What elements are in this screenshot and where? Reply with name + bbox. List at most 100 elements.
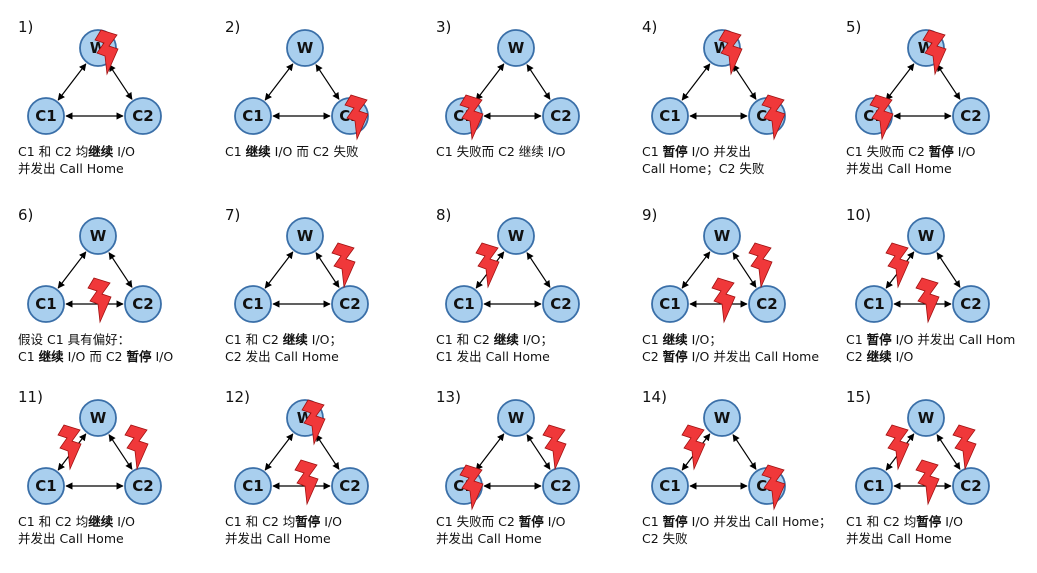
caption-text: 并发出 Call Home xyxy=(846,531,952,546)
lightning-bolt-icon xyxy=(952,424,977,471)
scenario-caption: C1 和 C2 继续 I/O；C2 发出 Call Home xyxy=(225,331,342,365)
caption-emphasis: 继续 xyxy=(88,514,114,529)
node-c1: C1 xyxy=(855,285,893,323)
caption-text: C1 失败而 C2 继续 I/O xyxy=(436,144,566,159)
node-w: W xyxy=(907,399,945,437)
node-c2-label: C2 xyxy=(550,107,571,125)
link-w-c1 xyxy=(475,433,505,471)
lightning-bolt-icon xyxy=(57,424,82,471)
node-c2: C2 xyxy=(331,285,369,323)
node-w: W xyxy=(497,217,535,255)
caption-text: C1 xyxy=(642,144,663,159)
caption-line: C1 和 C2 均暂停 I/O xyxy=(846,513,963,530)
caption-text: C1 失败而 C2 xyxy=(436,514,519,529)
node-c1: C1 xyxy=(27,97,65,135)
caption-line: C2 暂停 I/O 并发出 Call Home xyxy=(642,348,819,365)
node-w-label: W xyxy=(508,39,525,57)
scenario-caption: C1 继续 I/O；C2 暂停 I/O 并发出 Call Home xyxy=(642,331,819,365)
link-w-c2 xyxy=(315,434,340,470)
caption-emphasis: 暂停 xyxy=(295,514,321,529)
caption-line: C1 和 C2 均暂停 I/O xyxy=(225,513,342,530)
node-c1-label: C1 xyxy=(659,295,680,313)
caption-line: C1 失败而 C2 暂停 I/O xyxy=(436,513,566,530)
scenario-number: 10) xyxy=(846,206,871,224)
caption-text: 并发出 Call Home xyxy=(846,161,952,176)
caption-line: 并发出 Call Home xyxy=(846,530,963,547)
link-w-c2 xyxy=(526,64,551,100)
link-w-c2 xyxy=(732,252,757,288)
link-w-c1 xyxy=(885,63,915,101)
node-c1: C1 xyxy=(27,285,65,323)
link-w-c2 xyxy=(732,434,757,470)
link-w-c2 xyxy=(315,252,340,288)
caption-text: C1 和 C2 xyxy=(436,332,494,347)
node-w-label: W xyxy=(297,39,314,57)
caption-emphasis: 继续 xyxy=(493,332,519,347)
caption-text: I/O xyxy=(953,144,976,159)
node-c2: C2 xyxy=(542,467,580,505)
caption-text: I/O 并发出 Call Home； xyxy=(687,514,832,529)
caption-emphasis: 暂停 xyxy=(928,144,954,159)
caption-line: C1 继续 I/O 而 C2 暂停 I/O xyxy=(18,348,173,365)
node-c1: C1 xyxy=(651,97,689,135)
caption-line: 并发出 Call Home xyxy=(436,530,566,547)
caption-text: I/O xyxy=(941,514,964,529)
caption-emphasis: 继续 xyxy=(282,332,308,347)
node-c1-label: C1 xyxy=(659,477,680,495)
caption-text: C2 xyxy=(642,349,663,364)
caption-text: C2 失败 xyxy=(642,531,688,546)
caption-line: C1 暂停 I/O 并发出 Call Home； xyxy=(642,513,832,530)
lightning-bolt-icon xyxy=(301,399,326,446)
node-w: W xyxy=(79,399,117,437)
node-c2-label: C2 xyxy=(960,295,981,313)
node-w-label: W xyxy=(918,409,935,427)
node-c1-label: C1 xyxy=(242,477,263,495)
lightning-bolt-icon xyxy=(915,277,940,324)
caption-emphasis: 继续 xyxy=(38,349,64,364)
caption-line: C1 暂停 I/O 并发出 xyxy=(642,143,764,160)
caption-emphasis: 暂停 xyxy=(662,349,688,364)
link-w-c1 xyxy=(681,251,711,289)
node-c1-label: C1 xyxy=(35,477,56,495)
caption-line: C1 和 C2 均继续 I/O xyxy=(18,513,135,530)
caption-text: I/O 并发出 xyxy=(687,144,751,159)
caption-text: C1 发出 Call Home xyxy=(436,349,550,364)
caption-line: C1 和 C2 继续 I/O； xyxy=(225,331,342,348)
lightning-bolt-icon xyxy=(922,29,947,76)
node-c1: C1 xyxy=(651,467,689,505)
node-w: W xyxy=(286,217,324,255)
link-w-c1 xyxy=(57,63,87,101)
link-w-c2 xyxy=(315,64,340,100)
link-w-c1 xyxy=(475,63,505,101)
scenario-number: 11) xyxy=(18,388,43,406)
caption-line: C1 发出 Call Home xyxy=(436,348,553,365)
node-w-label: W xyxy=(714,227,731,245)
node-c1: C1 xyxy=(234,467,272,505)
link-w-c1 xyxy=(264,63,294,101)
caption-text: C1 和 C2 均 xyxy=(225,514,296,529)
lightning-bolt-icon xyxy=(475,242,500,289)
caption-text: C1 xyxy=(846,332,867,347)
node-c2-label: C2 xyxy=(960,107,981,125)
link-w-c2 xyxy=(936,434,961,470)
node-w-label: W xyxy=(508,227,525,245)
node-c2: C2 xyxy=(124,285,162,323)
lightning-bolt-icon xyxy=(344,94,369,141)
caption-emphasis: 暂停 xyxy=(662,144,688,159)
scenario-number: 6) xyxy=(18,206,34,224)
